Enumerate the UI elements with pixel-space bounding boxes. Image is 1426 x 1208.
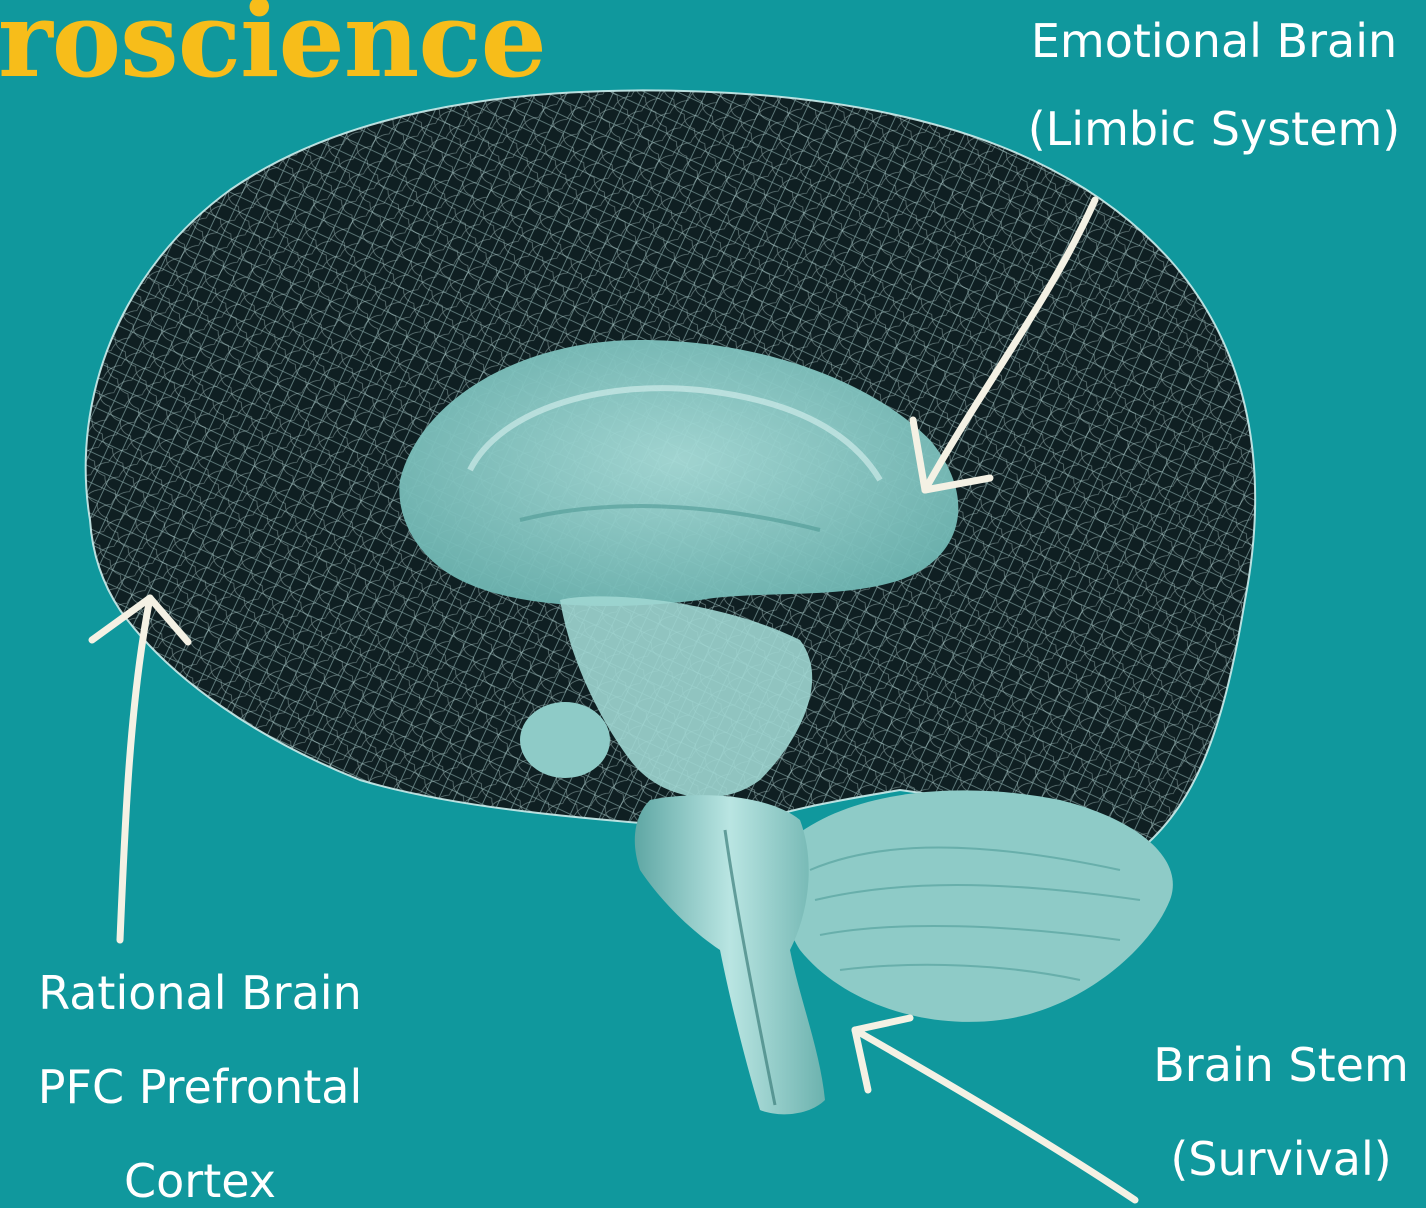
label-rational-line1: Rational Brain: [0, 970, 400, 1016]
label-emotional-line1: Emotional Brain: [1018, 18, 1410, 64]
cerebellum-shape: [781, 790, 1173, 1022]
label-emotional-brain: Emotional Brain (Limbic System): [1018, 18, 1410, 152]
label-rational-line3: Cortex: [0, 1158, 400, 1204]
label-stem-line1: Brain Stem: [1146, 1042, 1416, 1088]
arrow-brain-stem: [855, 1018, 1135, 1200]
brain-stem-shape: [635, 795, 825, 1114]
label-emotional-line2: (Limbic System): [1018, 106, 1410, 152]
label-stem-line2: (Survival): [1146, 1136, 1416, 1182]
label-brain-stem: Brain Stem (Survival): [1146, 1042, 1416, 1182]
label-rational-line2: PFC Prefrontal: [0, 1064, 400, 1110]
label-rational-brain: Rational Brain PFC Prefrontal Cortex: [0, 970, 400, 1204]
amygdala-shape: [520, 702, 610, 778]
